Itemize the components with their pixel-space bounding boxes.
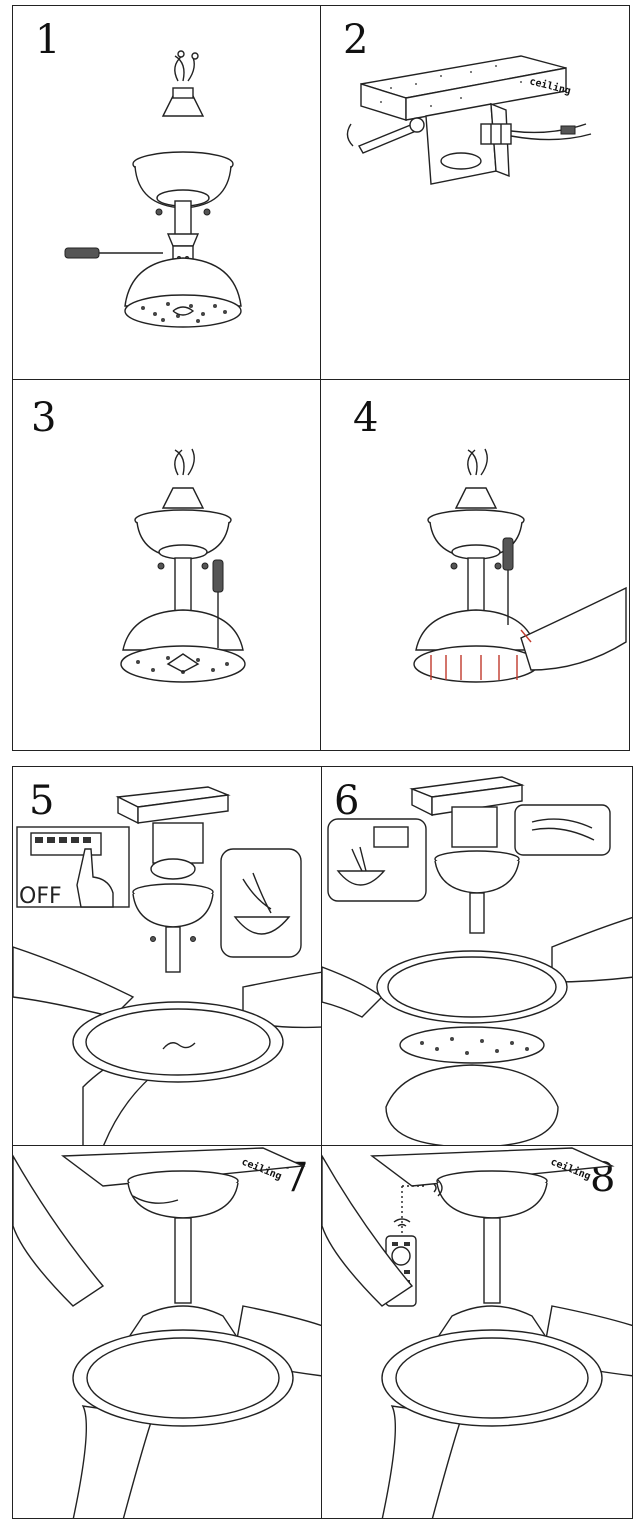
step-6-number: 6 — [334, 778, 360, 824]
off-label: OFF — [19, 884, 62, 909]
step-5-panel: 5 OFF — [12, 766, 322, 1146]
step-3-panel: 3 — [12, 379, 321, 751]
step-1-illustration — [64, 50, 242, 328]
step-1-number: 1 — [35, 17, 61, 63]
step-8-illustration: ceiling — [322, 1147, 632, 1518]
step-3-illustration — [120, 448, 246, 683]
step-5-illustration: OFF — [13, 786, 321, 1145]
step-8-panel: 8 ceiling — [321, 1145, 633, 1519]
step-2-panel: 2 ceiling — [320, 5, 630, 380]
step-4-panel: 4 — [320, 379, 630, 751]
step-3-number: 3 — [31, 395, 57, 441]
screwdriver-icon — [212, 559, 224, 648]
step-2-number: 2 — [343, 17, 369, 63]
screwdriver-icon — [502, 537, 514, 625]
step-1-panel: 1 — [12, 5, 321, 380]
step-4-number: 4 — [353, 395, 379, 441]
step-7-panel: 7 ceiling — [12, 1145, 322, 1519]
hand-icon — [76, 848, 114, 908]
wrench-icon — [357, 117, 425, 154]
screwdriver-icon — [64, 247, 163, 259]
step-2-illustration: ceiling — [346, 55, 592, 185]
step-4-illustration — [413, 448, 627, 683]
step-7-illustration: ceiling — [13, 1147, 321, 1518]
step-6-illustration — [322, 776, 632, 1145]
step-5-number: 5 — [29, 778, 55, 824]
step-6-panel: 6 — [321, 766, 633, 1146]
